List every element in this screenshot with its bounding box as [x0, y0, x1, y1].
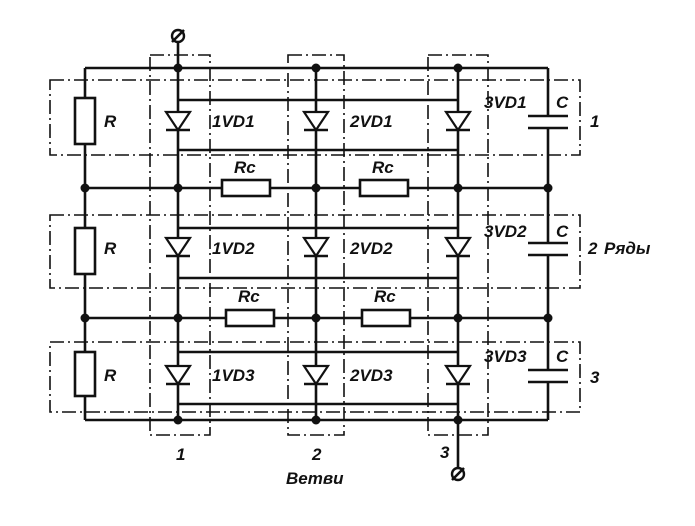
shunt-resistor-label-row-3: R [104, 366, 117, 385]
coupling-resistor-label-3: Rc [238, 287, 260, 306]
row-number-2: 2 [587, 239, 598, 258]
diodes [163, 110, 473, 386]
diode-3vd1 [443, 110, 473, 132]
coupling-resistor-2 [358, 178, 410, 198]
capacitors [528, 114, 568, 384]
diode-labels: 1VD1 2VD1 3VD1 1VD2 2VD2 3VD2 1VD3 2VD3 … [212, 93, 527, 385]
capacitor-label-row-3: C [556, 347, 569, 366]
diode-label-1vd1: 1VD1 [212, 112, 255, 131]
junction-dots [80, 63, 553, 425]
diode-1vd2 [163, 236, 193, 258]
capacitor-label-row-2: C [556, 222, 569, 241]
capacitor-row-1 [528, 114, 568, 130]
coupling-resistor-label-4: Rc [374, 287, 396, 306]
diode-label-2vd1: 2VD1 [349, 112, 393, 131]
coupling-resistor-3 [224, 308, 276, 328]
capacitor-labels: C C C [556, 93, 569, 366]
coupling-resistor-label-1: Rc [234, 158, 256, 177]
diode-label-2vd2: 2VD2 [349, 239, 393, 258]
row-number-3: 3 [590, 368, 600, 387]
coupling-resistors [220, 178, 412, 328]
diode-label-2vd3: 2VD3 [349, 366, 393, 385]
coupling-resistor-label-2: Rc [372, 158, 394, 177]
shunt-resistors [73, 96, 97, 398]
row-number-1: 1 [590, 112, 599, 131]
capacitor-row-3 [528, 368, 568, 384]
branch-number-3: 3 [440, 443, 450, 462]
top-terminal [170, 28, 186, 44]
capacitor-label-row-1: C [556, 93, 569, 112]
diode-label-3vd1: 3VD1 [484, 93, 527, 112]
rows-caption: Ряды [604, 239, 651, 258]
row-number-labels: 1 2 Ряды 3 [587, 112, 651, 387]
bottom-terminal [450, 466, 466, 482]
diode-label-3vd3: 3VD3 [484, 347, 527, 366]
diode-2vd1 [301, 110, 331, 132]
diode-3vd2 [443, 236, 473, 258]
diode-label-1vd2: 1VD2 [212, 239, 255, 258]
branches-caption: Ветви [286, 469, 344, 488]
shunt-resistor-row-3 [73, 350, 97, 398]
coupling-resistor-1 [220, 178, 272, 198]
diode-3vd3 [443, 364, 473, 386]
shunt-resistor-labels: R R R [104, 112, 117, 385]
coupling-resistor-labels: Rc Rc Rc Rc [234, 158, 396, 306]
coupling-resistor-4 [360, 308, 412, 328]
diode-1vd1 [163, 110, 193, 132]
branch-number-2: 2 [311, 445, 322, 464]
shunt-resistor-label-row-1: R [104, 112, 117, 131]
capacitor-row-2 [528, 241, 568, 257]
branch-number-labels: 1 2 3 Ветви [176, 443, 450, 488]
branch-number-1: 1 [176, 445, 185, 464]
diode-1vd3 [163, 364, 193, 386]
shunt-resistor-row-1 [73, 96, 97, 146]
diode-label-3vd2: 3VD2 [484, 222, 527, 241]
diode-2vd3 [301, 364, 331, 386]
diode-label-1vd3: 1VD3 [212, 366, 255, 385]
shunt-resistor-row-2 [73, 226, 97, 276]
shunt-resistor-label-row-2: R [104, 239, 117, 258]
diode-2vd2 [301, 236, 331, 258]
